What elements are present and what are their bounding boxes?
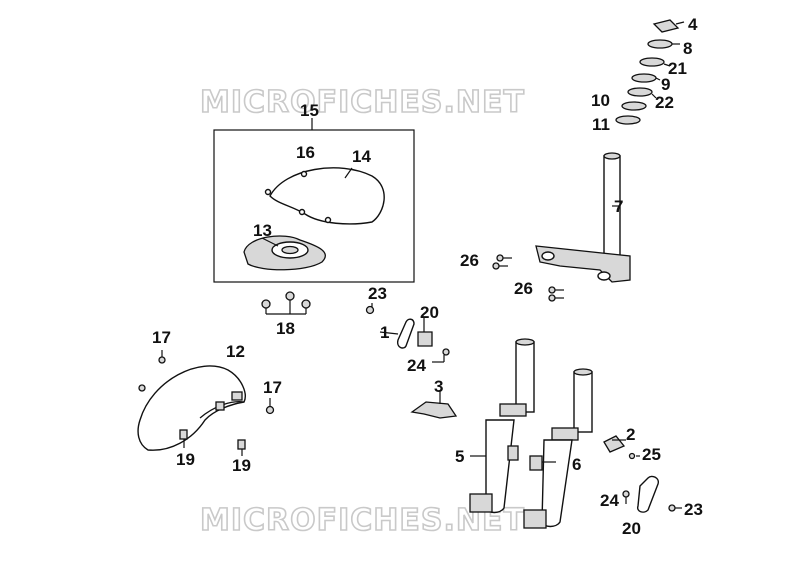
callout-17-left: 17 [152, 328, 171, 347]
callout-11: 11 [592, 115, 610, 134]
callout-6: 6 [572, 455, 581, 474]
part-14-seat-cover[interactable] [269, 167, 385, 225]
callout-24-right: 24 [600, 491, 619, 510]
steering-bearing-stack[interactable] [615, 19, 680, 125]
part-1-reflector[interactable] [396, 318, 415, 349]
callout-7: 7 [614, 197, 623, 216]
callout-25: 25 [642, 445, 661, 464]
part-7-steering-stem[interactable] [535, 152, 631, 283]
part-26-bolts-lower[interactable] [548, 286, 564, 302]
callout-14: 14 [352, 147, 371, 166]
part-3-bracket[interactable] [410, 401, 458, 419]
part-20-reflector[interactable] [636, 475, 660, 513]
callout-10: 10 [591, 91, 610, 110]
callout-8: 8 [683, 39, 692, 58]
watermark-top: MICROFICHES.NET [200, 85, 525, 120]
callout-23-right: 23 [684, 500, 703, 519]
callout-12: 12 [226, 342, 245, 361]
callout-21: 21 [668, 59, 687, 78]
part-26-bolts-upper[interactable] [492, 254, 512, 270]
callout-1: 1 [380, 323, 389, 342]
callout-15: 15 [300, 101, 319, 120]
part-5-left-fork[interactable] [469, 338, 535, 514]
callout-2: 2 [626, 425, 635, 444]
callout-13: 13 [253, 221, 272, 240]
callout-26-lower: 26 [514, 279, 533, 298]
part-12-front-fender[interactable] [137, 365, 246, 451]
callout-19-right: 19 [232, 456, 251, 475]
callout-5: 5 [455, 447, 464, 466]
callout-23-left: 23 [368, 284, 387, 303]
part-2-bracket[interactable] [603, 435, 626, 453]
callout-18: 18 [276, 319, 295, 338]
callout-20-left: 20 [420, 303, 439, 322]
callout-20-right: 20 [622, 519, 641, 538]
callout-4: 4 [688, 15, 698, 34]
callout-17-right: 17 [263, 378, 282, 397]
callout-22: 22 [655, 93, 674, 112]
callout-16: 16 [296, 143, 315, 162]
part-20-bracket[interactable] [417, 331, 433, 347]
callout-19-left: 19 [176, 450, 195, 469]
part-18-bolts[interactable] [261, 291, 311, 315]
callout-9: 9 [661, 75, 670, 94]
callout-3: 3 [434, 377, 443, 396]
seat-group-frame [213, 129, 415, 283]
callout-24-left: 24 [407, 356, 426, 375]
callout-26-upper: 26 [460, 251, 479, 270]
